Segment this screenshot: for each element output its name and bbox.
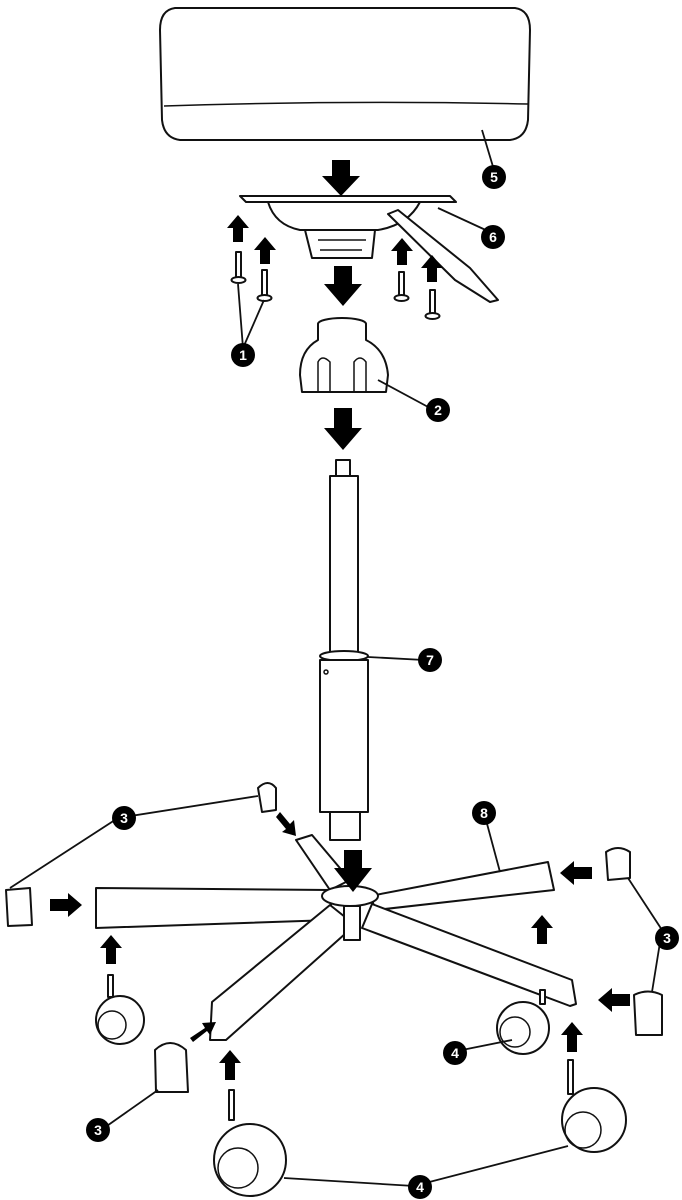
casters [95,974,627,1197]
assembly-arrows [50,160,630,1080]
arrow-left-icon [560,861,592,885]
svg-text:3: 3 [663,930,671,946]
svg-text:4: 4 [451,1045,459,1061]
tilt-mechanism [239,195,499,303]
arrow-down-icon [322,160,360,196]
screws [230,251,441,320]
svg-text:1: 1 [239,347,247,363]
arrow-down-icon [334,850,372,892]
gas-cylinder [319,459,369,841]
svg-text:4: 4 [416,1179,424,1195]
arrow-diagonal-icon [190,1022,216,1042]
arrow-left-icon [598,988,630,1012]
svg-text:3: 3 [94,1122,102,1138]
callout-2: 2 [426,398,450,422]
callout-7: 7 [418,648,442,672]
callout-3: 3 [112,806,136,830]
svg-text:3: 3 [120,810,128,826]
callout-4: 4 [408,1175,432,1199]
base [95,834,577,1041]
callout-3: 3 [655,926,679,950]
svg-text:2: 2 [434,402,442,418]
seat-adapter [299,317,389,393]
seat [159,7,531,141]
arrow-right-icon [50,893,82,917]
callout-4: 4 [443,1041,467,1065]
callout-3: 3 [86,1118,110,1142]
svg-text:6: 6 [489,229,497,245]
callout-6: 6 [481,225,505,249]
callout-5: 5 [482,165,506,189]
svg-text:5: 5 [490,169,498,185]
arrow-down-icon [324,266,362,306]
arrow-diagonal-icon [276,812,296,836]
svg-text:7: 7 [426,652,434,668]
callout-8: 8 [472,801,496,825]
arrow-down-icon [324,408,362,450]
svg-text:8: 8 [480,805,488,821]
end-caps [5,782,663,1093]
arrow-up-icons [100,215,583,1080]
callout-1: 1 [231,343,255,367]
